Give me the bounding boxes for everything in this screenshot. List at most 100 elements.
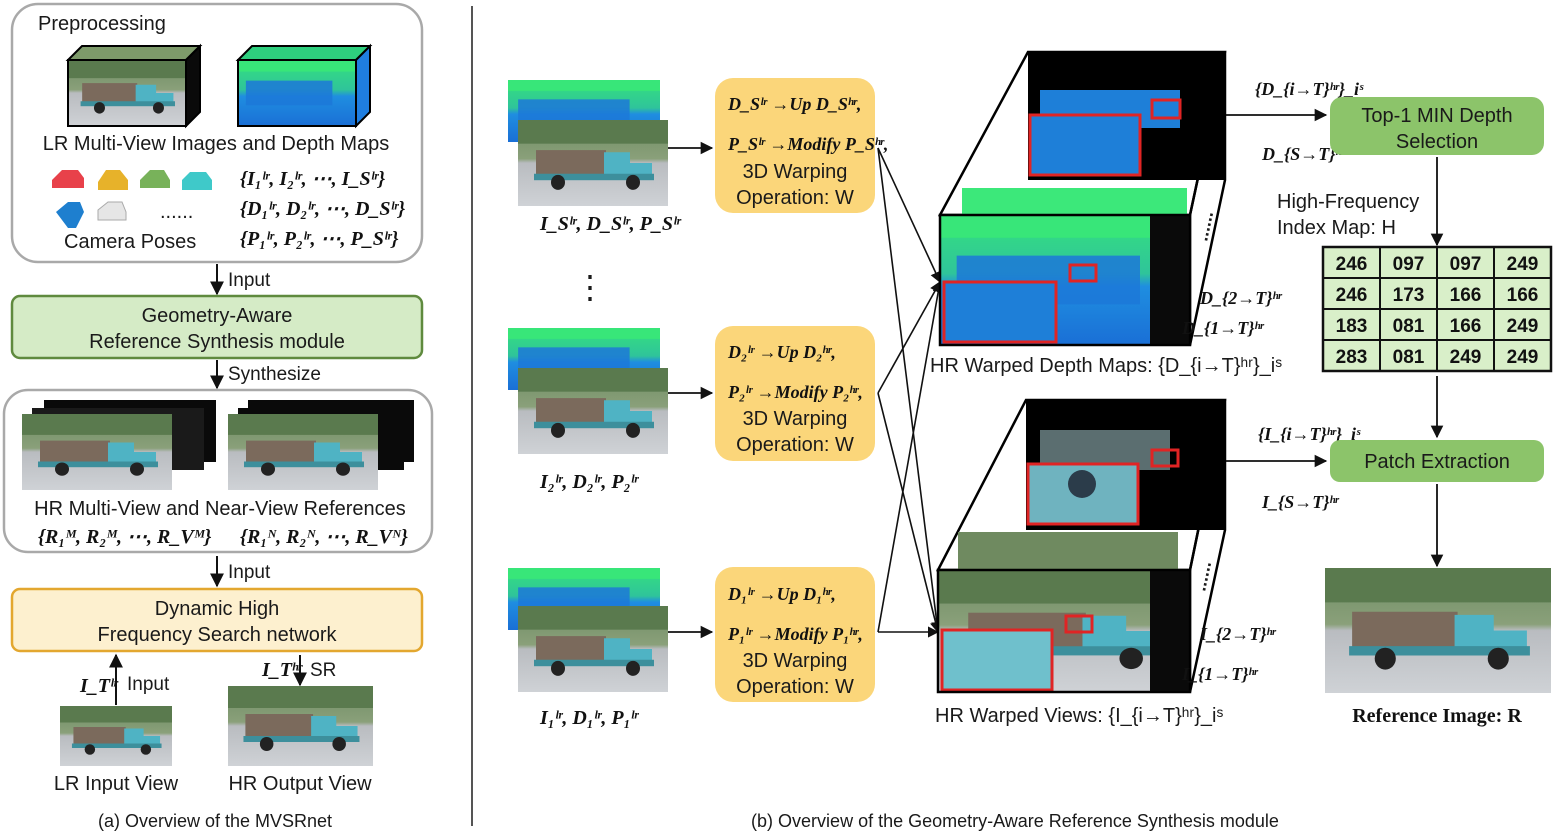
hf-line1: High-Frequency <box>1277 191 1419 213</box>
index-map-value: 081 <box>1393 316 1425 337</box>
index-map-value: 081 <box>1393 347 1425 368</box>
index-map-value: 097 <box>1450 254 1482 275</box>
camera-dots: ...... <box>160 201 193 223</box>
vertical-ellipsis: ⋮ <box>574 269 606 305</box>
camera-icon <box>182 172 212 190</box>
depth-1-label: D_{1→T}ʰʳ <box>1181 318 1265 338</box>
lr-caption: LR Multi-View Images and Depth Maps <box>43 133 389 155</box>
set-poses: {P₁ˡʳ, P₂ˡʳ, ⋯, P_Sˡʳ} <box>240 228 398 250</box>
warp-box-1: D₁ˡʳ →Up D₁ʰʳ, P₁ˡʳ →Modify P₁ʰʳ, 3D War… <box>715 567 875 702</box>
warp-2-line1: D₂ˡʳ →Up D₂ʰʳ, <box>727 342 836 362</box>
panel-a-caption: (a) Overview of the MVSRnet <box>98 811 332 831</box>
sr-arrow-label: SR <box>310 660 336 681</box>
panel-a: Preprocessing LR Multi-View Images and D… <box>2 2 434 831</box>
warped-views-stack: ...... <box>935 398 1227 694</box>
hr-caption: HR Multi-View and Near-View References <box>34 498 406 520</box>
depth-2-label: D_{2→T}ʰʳ <box>1199 288 1283 308</box>
warp-2-line3: 3D Warping <box>743 408 848 430</box>
warp-s-line2: P_Sˡʳ →Modify P_Sʰʳ, <box>727 134 888 154</box>
set-nearview: {R₁ᴺ, R₂ᴺ, ⋯, R_Vᴺ} <box>240 526 408 548</box>
view-set-top: {I_{i→T}ʰʳ}_iˢ <box>1258 424 1361 444</box>
view-2-label: I_{2→T}ʰʳ <box>1199 624 1277 644</box>
patch-extraction-label: Patch Extraction <box>1364 451 1510 473</box>
input-row-s <box>508 80 668 206</box>
index-map-cell <box>1493 339 1552 372</box>
hr-view-caption: HR Output View <box>228 773 372 795</box>
set-images: {I₁ˡʳ, I₂ˡʳ, ⋯, I_Sˡʳ} <box>240 168 385 190</box>
row-s-label: I_Sˡʳ, D_Sˡʳ, P_Sˡʳ <box>539 213 682 235</box>
index-map-value: 246 <box>1336 254 1368 275</box>
nearview-references-stack <box>228 400 414 490</box>
lr-depth-stack <box>235 43 373 129</box>
patch-extraction-box <box>1330 440 1544 482</box>
camera-icon <box>56 202 84 228</box>
set-multiview: {R₁ᴹ, R₂ᴹ, ⋯, R_Vᴹ} <box>38 526 211 548</box>
warp-s-line3: 3D Warping <box>743 161 848 183</box>
hr-output-view-image <box>228 686 373 766</box>
gars-line1: Geometry-Aware <box>142 305 293 327</box>
lr-image-stack <box>65 43 203 129</box>
camera-icon <box>140 170 170 188</box>
camera-icon <box>98 170 128 190</box>
camera-icon <box>97 201 127 221</box>
index-map-value: 246 <box>1336 285 1368 306</box>
warp-1-line3: 3D Warping <box>743 650 848 672</box>
top1-line2: Selection <box>1396 131 1478 153</box>
warp-1-line1: D₁ˡʳ →Up D₁ʰʳ, <box>727 584 836 604</box>
index-map-value: 249 <box>1507 254 1539 275</box>
warp-1-line4: Operation: W <box>736 676 854 698</box>
preprocessing-title: Preprocessing <box>38 13 166 35</box>
top1-line1: Top-1 MIN Depth <box>1361 105 1512 127</box>
index-map-grid: 246 097 097 249 246 173 166 166 183 081 166 249 283 0… <box>1321 245 1553 373</box>
set-depths: {D₁ˡʳ, D₂ˡʳ, ⋯, D_Sˡʳ} <box>240 198 405 220</box>
warp-s-line1: D_Sˡʳ →Up D_Sʰʳ, <box>727 94 861 114</box>
input-row-2 <box>508 328 668 454</box>
warp-s-line4: Operation: W <box>736 187 854 209</box>
multiview-references-stack <box>22 400 216 490</box>
hr-output-symbol: I_Tʰʳ <box>261 659 304 681</box>
lr-input-arrow-label: Input <box>127 674 170 695</box>
arrow-input-2-label: Input <box>228 562 271 583</box>
warped-depth-stack: ...... <box>937 50 1227 347</box>
index-map-value: 166 <box>1450 316 1482 337</box>
warp-2-line2: P₂ˡʳ →Modify P₂ʰʳ, <box>727 382 863 402</box>
hf-line2: Index Map: H <box>1277 217 1396 239</box>
index-map-value: 097 <box>1393 254 1425 275</box>
lr-input-view-image <box>60 706 172 766</box>
dhfs-network-box <box>10 587 424 653</box>
row-2-label: I₂ˡʳ, D₂ˡʳ, P₂ˡʳ <box>539 471 640 493</box>
index-map-value: 183 <box>1336 316 1368 337</box>
arrow-input-1-label: Input <box>228 270 271 291</box>
panel-b: I_Sˡʳ, D_Sˡʳ, P_Sˡʳ ⋮ I₂ˡʳ, D₂ˡʳ, P₂ˡʳ I… <box>508 50 1553 831</box>
depth-s-label: D_{S→T}ʰʳ <box>1261 144 1346 164</box>
index-map-value: 249 <box>1450 347 1482 368</box>
camera-icon <box>52 170 84 188</box>
index-map-value: 166 <box>1507 285 1539 306</box>
index-map-value: 249 <box>1507 347 1539 368</box>
warp-box-2: D₂ˡʳ →Up D₂ʰʳ, P₂ˡʳ →Modify P₂ʰʳ, 3D War… <box>715 326 875 461</box>
index-map-value: 166 <box>1450 285 1482 306</box>
gars-module-box <box>10 294 424 360</box>
warp-1-line2: P₁ˡʳ →Modify P₁ʰʳ, <box>727 624 863 644</box>
row-1-label: I₁ˡʳ, D₁ˡʳ, P₁ˡʳ <box>539 707 640 729</box>
dhfs-line2: Frequency Search network <box>97 624 337 646</box>
warp-box-s: D_Sˡʳ →Up D_Sʰʳ, P_Sˡʳ →Modify P_Sʰʳ, 3D… <box>715 78 888 213</box>
index-map-value: 283 <box>1336 347 1368 368</box>
lr-input-symbol: I_Tˡʳ <box>79 675 119 697</box>
input-row-1 <box>508 568 668 692</box>
camera-poses-label: Camera Poses <box>64 231 196 253</box>
arrow-synthesize-label: Synthesize <box>228 364 321 385</box>
index-map-value: 249 <box>1507 316 1539 337</box>
gars-line2: Reference Synthesis module <box>89 331 345 353</box>
dhfs-line1: Dynamic High <box>155 598 279 620</box>
warp-fanout-arrows <box>877 147 944 638</box>
index-map-value: 173 <box>1393 285 1425 306</box>
depth-set-top: {D_{i→T}ʰʳ}_iˢ <box>1255 79 1364 99</box>
view-1-label: I_{1→T}ʰʳ <box>1181 664 1259 684</box>
reference-caption: Reference Image: R <box>1352 705 1522 727</box>
depth-caption: HR Warped Depth Maps: {D_{i→T}ʰʳ}_iˢ <box>930 355 1282 377</box>
view-caption: HR Warped Views: {I_{i→T}ʰʳ}_iˢ <box>935 705 1223 727</box>
view-s-label: I_{S→T}ʰʳ <box>1261 492 1340 512</box>
panel-b-caption: (b) Overview of the Geometry-Aware Refer… <box>751 811 1279 831</box>
